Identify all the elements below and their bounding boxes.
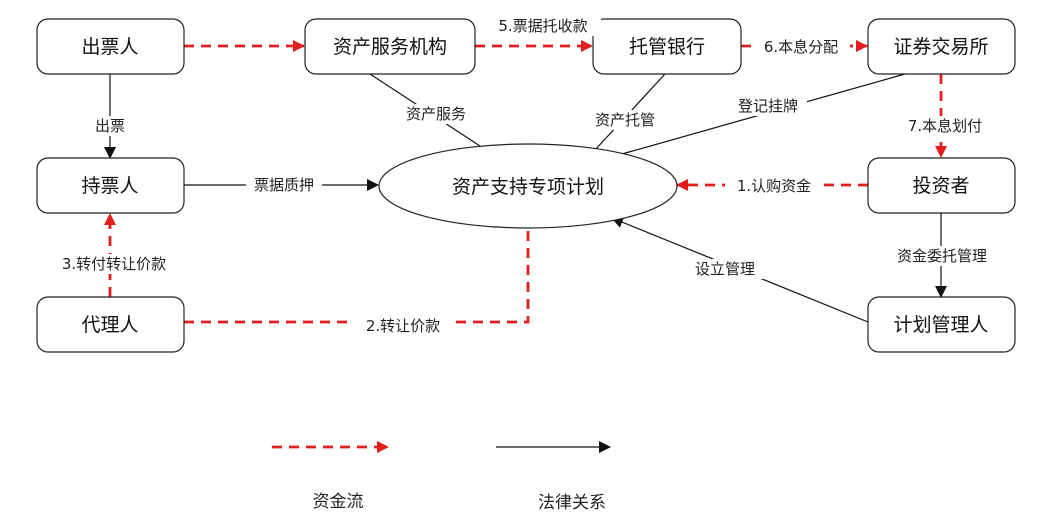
node-plan-label: 资产支持专项计划 — [452, 176, 604, 198]
label-transfer-price: 2.转让价款 — [366, 317, 440, 335]
label-pledge: 票据质押 — [254, 176, 314, 194]
node-issuer-label: 出票人 — [81, 36, 138, 58]
node-custodian-bank-label: 托管银行 — [629, 36, 705, 58]
label-distribution: 6.本息分配 — [764, 38, 838, 56]
label-pay-transfer-price: 3.转付转让价款 — [62, 255, 166, 273]
node-manager: 计划管理人 — [867, 296, 1016, 353]
node-agent-label: 代理人 — [81, 314, 138, 336]
edge-transfer-price — [184, 227, 530, 324]
label-fund-entrust: 资金委托管理 — [897, 247, 987, 265]
node-agent: 代理人 — [36, 296, 185, 353]
node-exchange-label: 证券交易所 — [893, 36, 988, 58]
label-asset-service: 资产服务 — [406, 105, 466, 123]
node-issuer: 出票人 — [36, 18, 185, 75]
node-holder-label: 持票人 — [81, 175, 138, 197]
legend-money-flow-label: 资金流 — [313, 492, 364, 512]
node-investor-label: 投资者 — [912, 175, 969, 197]
node-investor: 投资者 — [867, 157, 1016, 214]
legend-legal-label: 法律关系 — [538, 493, 606, 513]
legend: 资金流 法律关系 — [272, 441, 611, 513]
label-collection: 5.票据托收款 — [498, 17, 587, 35]
label-allocation: 7.本息划付 — [908, 117, 982, 135]
node-holder: 持票人 — [36, 157, 185, 214]
node-custodian-bank: 托管银行 — [592, 18, 742, 75]
node-exchange: 证券交易所 — [867, 18, 1016, 75]
label-asset-custody: 资产托管 — [595, 111, 655, 129]
node-service-agency: 资产服务机构 — [304, 18, 476, 75]
label-subscribe: 1.认购资金 — [737, 177, 811, 195]
node-manager-label: 计划管理人 — [893, 314, 988, 336]
edge-labels: 出票 票据质押 资产服务 资产托管 登记挂牌 设立管理 资金委托管理 1.认购资… — [46, 16, 998, 336]
node-service-agency-label: 资产服务机构 — [333, 36, 447, 58]
label-listing: 登记挂牌 — [738, 97, 798, 115]
label-setup-management: 设立管理 — [695, 260, 755, 278]
label-issue: 出票 — [95, 117, 125, 135]
node-plan: 资产支持专项计划 — [378, 143, 678, 229]
